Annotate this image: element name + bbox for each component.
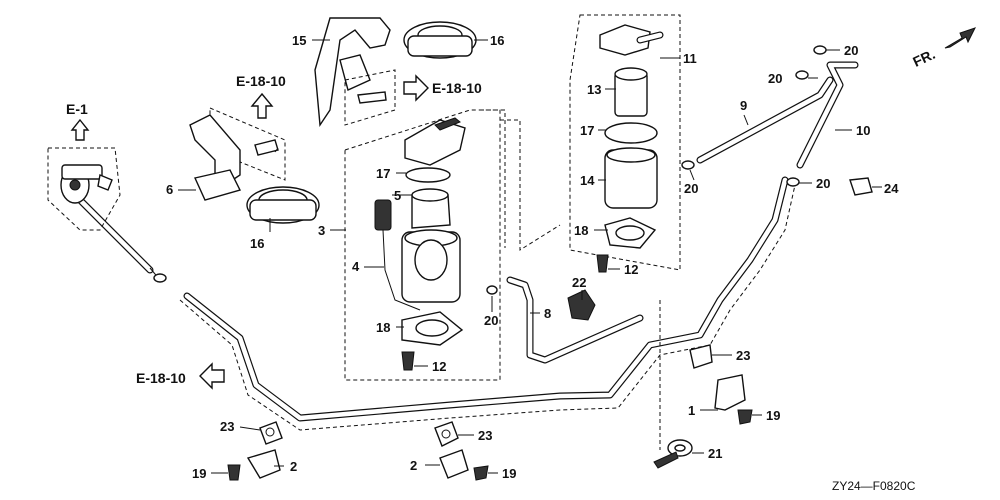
stay-2-center xyxy=(439,449,489,481)
stay-1-right xyxy=(714,374,753,425)
bracket-6-group xyxy=(189,107,286,201)
part-label[interactable]: 2 xyxy=(410,458,417,473)
bracket-15-group xyxy=(314,17,396,128)
arrow-up-icon xyxy=(70,118,90,141)
part-label[interactable]: 20 xyxy=(484,313,498,328)
front-orientation: FR. xyxy=(910,27,976,70)
part-label[interactable]: 14 xyxy=(580,173,595,188)
part-label[interactable]: 17 xyxy=(580,123,594,138)
part-label[interactable]: 1 xyxy=(688,403,695,418)
part-label[interactable]: 3 xyxy=(318,223,325,238)
part-label[interactable]: 2 xyxy=(290,459,297,474)
ref-e1810-bottom[interactable]: E-18-10 xyxy=(136,362,225,390)
part-label[interactable]: 9 xyxy=(740,98,747,113)
fuel-line-main xyxy=(179,176,796,431)
svg-text:E-18-10: E-18-10 xyxy=(236,73,286,89)
svg-text:E-18-10: E-18-10 xyxy=(136,370,186,386)
fuel-hose-pump xyxy=(76,196,154,274)
part-label[interactable]: 20 xyxy=(684,181,698,196)
hose-clip xyxy=(153,273,167,283)
bolt xyxy=(401,351,415,371)
part-label[interactable]: 20 xyxy=(768,71,782,86)
clamp-16-upper xyxy=(403,21,477,59)
ref-e1[interactable]: E-1 xyxy=(66,101,90,141)
o-ring xyxy=(405,167,451,183)
clamp-23-right xyxy=(689,344,713,369)
part-label[interactable]: 12 xyxy=(624,262,638,277)
part-label[interactable]: 23 xyxy=(478,428,492,443)
part-label[interactable]: 20 xyxy=(844,43,858,58)
arrow-up-icon xyxy=(250,92,274,119)
part-labels: 15 16 6 16 3 4 17 5 18 12 11 13 17 14 18… xyxy=(166,33,899,481)
part-label[interactable]: 10 xyxy=(856,123,870,138)
leader-lines xyxy=(178,39,882,474)
ref-e1810-top-left[interactable]: E-18-10 xyxy=(236,73,286,119)
arrow-left-icon xyxy=(199,362,225,390)
hose-8 xyxy=(506,276,644,364)
part-label[interactable]: 19 xyxy=(192,466,206,481)
clamp-23-left xyxy=(259,421,283,445)
part-label[interactable]: 22 xyxy=(572,275,586,290)
part-label[interactable]: 23 xyxy=(220,419,234,434)
part-label[interactable]: 8 xyxy=(544,306,551,321)
bolt xyxy=(596,254,609,273)
clamp-23-center xyxy=(434,421,459,447)
part-label[interactable]: 12 xyxy=(432,359,446,374)
clamp-16-lower xyxy=(246,186,320,224)
part-label[interactable]: 5 xyxy=(394,188,401,203)
filter-assembly-3 xyxy=(344,109,501,381)
part-label[interactable]: 18 xyxy=(574,223,588,238)
bracket xyxy=(314,17,391,128)
part-label[interactable]: 16 xyxy=(250,236,264,251)
part-label[interactable]: 20 xyxy=(816,176,830,191)
sensor-connector xyxy=(374,199,392,231)
svg-text:FR.: FR. xyxy=(910,46,937,70)
filter-assembly-11 xyxy=(569,14,681,273)
bolt xyxy=(357,91,387,104)
arrow-front-icon xyxy=(944,27,976,49)
part-label[interactable]: 18 xyxy=(376,320,390,335)
part-label[interactable]: 19 xyxy=(502,466,516,481)
stay-2-left xyxy=(227,449,281,481)
part-label[interactable]: 4 xyxy=(352,259,360,274)
svg-text:E-18-10: E-18-10 xyxy=(432,80,482,96)
part-label[interactable]: 24 xyxy=(884,181,899,196)
clip-24 xyxy=(849,177,873,196)
part-label[interactable]: 21 xyxy=(708,446,722,461)
part-label[interactable]: 15 xyxy=(292,33,306,48)
part-label[interactable]: 23 xyxy=(736,348,750,363)
clip-20 xyxy=(486,45,827,295)
part-label[interactable]: 11 xyxy=(683,51,697,66)
part-label[interactable]: 13 xyxy=(587,82,601,97)
part-label[interactable]: 6 xyxy=(166,182,173,197)
diagram-code: ZY24—F0820C xyxy=(832,479,916,493)
hose-10 xyxy=(796,61,859,169)
part-label[interactable]: 16 xyxy=(490,33,504,48)
part-label[interactable]: 19 xyxy=(766,408,780,423)
svg-text:E-1: E-1 xyxy=(66,101,88,117)
fuel-pump-group xyxy=(47,147,167,283)
arrow-right-icon xyxy=(403,74,429,102)
drain-21 xyxy=(653,300,693,469)
bolt xyxy=(254,139,279,156)
hose-9 xyxy=(696,76,834,164)
part-label[interactable]: 17 xyxy=(376,166,390,181)
o-ring xyxy=(604,122,658,144)
filter-cap xyxy=(599,24,651,56)
filter-cap xyxy=(404,119,466,166)
ref-e1810-top-right[interactable]: E-18-10 xyxy=(403,74,482,102)
